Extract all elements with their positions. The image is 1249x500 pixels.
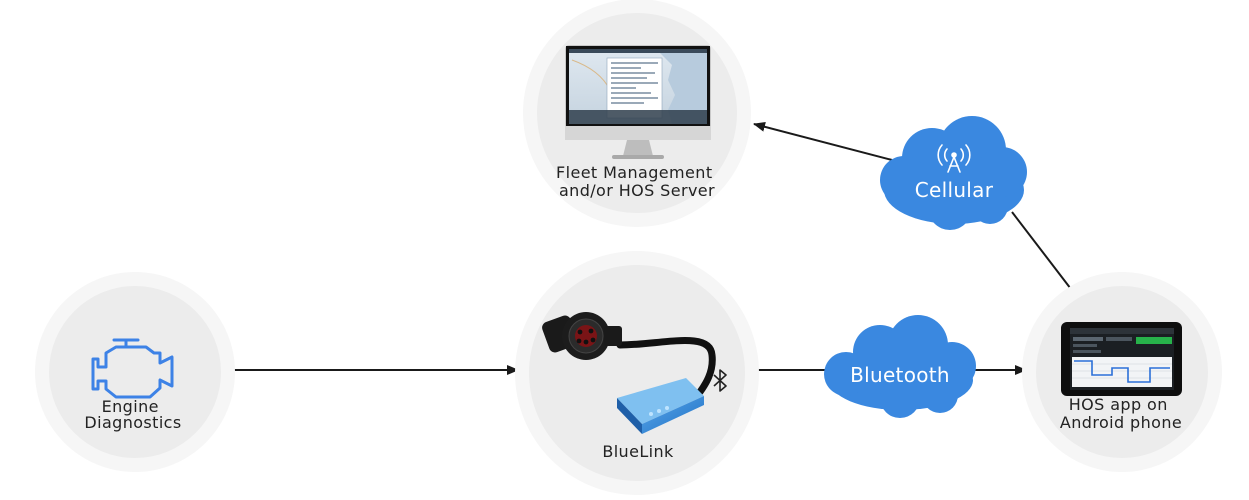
bluetooth-cloud: Bluetooth xyxy=(824,315,976,418)
arrow-phone-to-cellular xyxy=(1011,211,1075,294)
obd-connector-icon xyxy=(542,312,716,396)
server-node: Fleet Management and/or HOS Server xyxy=(523,0,751,227)
engine-label-line-1: Engine xyxy=(102,397,159,416)
server-label-line-2: and/or HOS Server xyxy=(559,181,715,200)
bluetooth-cloud-shape xyxy=(824,315,976,418)
server-label-line-1: Fleet Management xyxy=(556,163,713,182)
engine-disc xyxy=(49,286,221,458)
server-label: Fleet Management and/or HOS Server xyxy=(556,163,718,200)
bluelink-device-icon xyxy=(617,378,704,434)
bluelink-label-line-1: BlueLink xyxy=(602,442,674,461)
phone-label: HOS app on Android phone xyxy=(1060,395,1182,432)
bluetooth-label: Bluetooth xyxy=(850,363,950,387)
engine-label-line-2: Diagnostics xyxy=(84,413,181,432)
cell-tower-icon xyxy=(937,144,971,173)
bluelink-label: BlueLink xyxy=(602,442,674,461)
android-phone-icon xyxy=(1061,322,1182,396)
arrow-cellular-to-server xyxy=(753,121,893,161)
engine-label: Engine Diagnostics xyxy=(84,397,181,432)
connectors xyxy=(230,121,1075,375)
cellular-cloud-shape xyxy=(880,116,1027,230)
bluetooth-icon xyxy=(713,369,727,392)
phone-label-line-2: Android phone xyxy=(1060,413,1182,432)
monitor-icon xyxy=(565,45,711,159)
engine-icon xyxy=(91,338,174,399)
cellular-label: Cellular xyxy=(915,178,994,202)
phone-node: HOS app on Android phone xyxy=(1022,272,1222,472)
bluelink-node: BlueLink xyxy=(515,251,759,495)
cellular-cloud: Cellular xyxy=(880,116,1027,230)
engine-node: Engine Diagnostics xyxy=(35,272,235,472)
phone-label-line-1: HOS app on xyxy=(1069,395,1168,414)
